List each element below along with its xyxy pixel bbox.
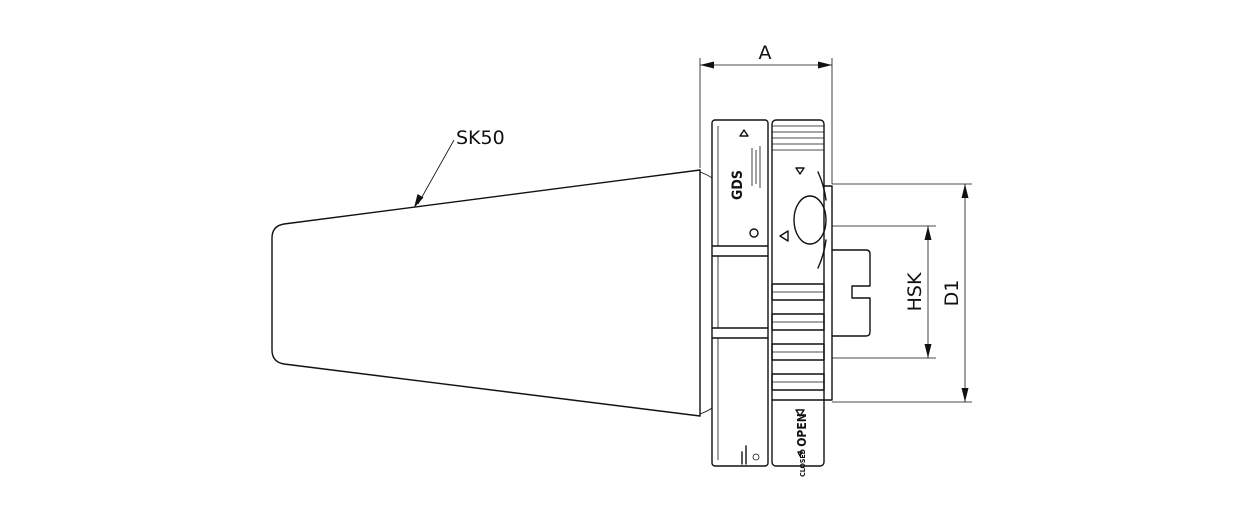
dimension-a-label: A — [759, 42, 772, 64]
flange-body: GDS — [711, 119, 769, 467]
gds-logo: GDS — [730, 170, 746, 200]
sk50-leader: SK50 — [414, 127, 505, 208]
triangle-icon — [795, 409, 805, 417]
engraving-lines — [751, 146, 761, 188]
hsk-shank — [823, 185, 871, 401]
ring-closed-label: CLOSED — [799, 449, 807, 477]
dimension-hsk-label: HSK — [904, 272, 926, 311]
dimension-d1-label: D1 — [941, 280, 963, 307]
flange-marker-icon — [739, 129, 749, 137]
ring-open-label: OPEN — [795, 413, 809, 447]
ring-ribs — [771, 283, 825, 401]
sk50-taper — [271, 169, 713, 417]
triangle-icon — [779, 230, 789, 242]
sk50-label: SK50 — [456, 127, 505, 149]
clamping-ring: OPEN CLOSED — [771, 119, 827, 477]
dimension-a: A — [699, 42, 833, 184]
flange-dot-icon — [749, 228, 759, 238]
scale-mark — [741, 445, 760, 465]
dimension-hsk: HSK — [832, 225, 936, 359]
triangle-icon — [795, 167, 805, 175]
triangle-icon — [797, 451, 803, 457]
dimension-d1: D1 — [832, 183, 972, 403]
release-button — [793, 195, 827, 245]
top-knurl — [772, 125, 824, 151]
